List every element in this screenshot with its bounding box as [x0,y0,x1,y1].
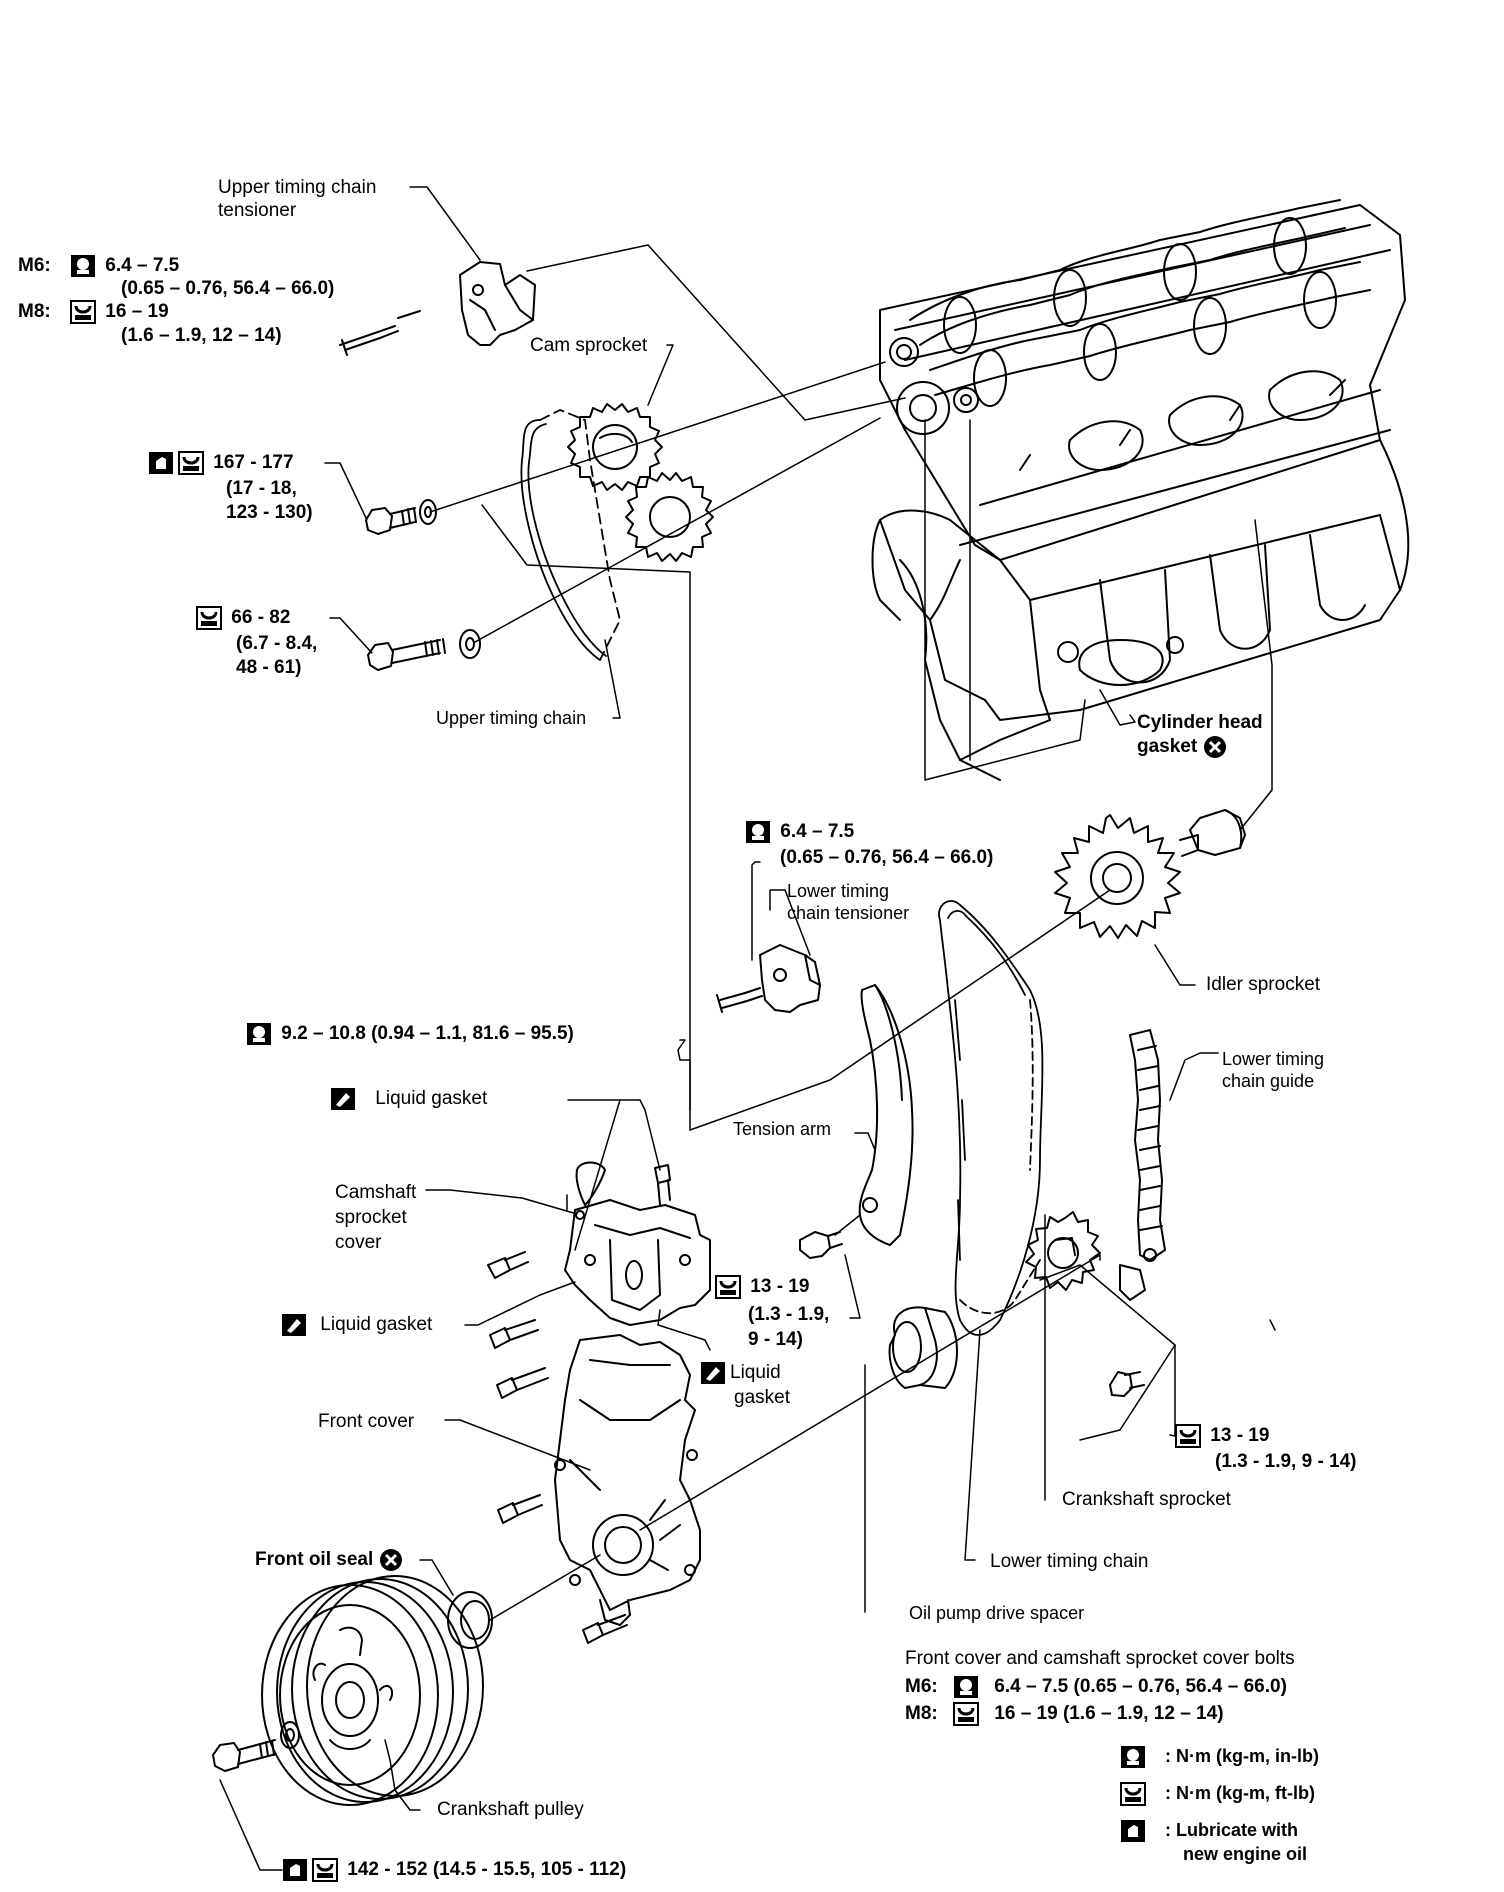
crankshaft-sprocket-drawing [1025,1211,1145,1397]
torque-ft-lb-icon [178,451,204,475]
oil-can-icon [1120,1819,1146,1843]
replace-part-icon [379,1548,403,1572]
lower-chain-guide-drawing [1119,1029,1166,1301]
cylinder-head [879,199,1406,561]
torque-in-lb-icon [745,820,771,844]
legend-ft-lb: : N·m (kg-m, ft-lb) [1120,1782,1315,1807]
front-oil-seal-label: Front oil seal [255,1548,403,1572]
torque-ft-lb-icon [196,606,222,630]
tension-arm-drawing [799,984,914,1259]
lower-timing-chain [938,900,1044,1336]
upper-timing-chain [520,409,621,661]
tension-arm-label: Tension arm [733,1119,832,1139]
upper-tensioner-m8-detail: (1.6 – 1.9, 12 – 14) [121,325,282,346]
idler-sprocket-label: Idler sprocket [1206,974,1321,995]
cam-bolt-torque: 167 - 177 [148,451,294,475]
cover-bolts-m8: M8: 16 – 19 (1.6 – 1.9, 12 – 14) [905,1702,1224,1726]
oil-can-icon [282,1858,308,1882]
cam-sprocket-label: Cam sprocket [530,335,648,356]
torque-ft-lb-icon [70,300,97,324]
lower-tensioner-torque-detail: (0.65 – 0.76, 56.4 – 66.0) [780,847,994,868]
oil-pump-spacer-drawing [888,1306,958,1389]
front-cover-label: Front cover [318,1411,415,1432]
lower-tensioner-drawing [716,944,821,1013]
crank-pulley-label: Crankshaft pulley [437,1799,584,1820]
cover-bolts-m6: M6: 6.4 – 7.5 (0.65 – 0.76, 56.4 – 66.0) [905,1675,1287,1699]
liquid-gasket-label-2: Liquid gasket [281,1313,432,1337]
leader-lines [219,186,1276,1871]
torque-in-lb-icon [70,254,96,278]
crank-sprocket-label: Crankshaft sprocket [1062,1489,1231,1510]
oil-can-icon [148,451,174,475]
guide-torque-detail: (1.3 - 1.9, 9 - 14) [1215,1451,1357,1472]
lower-cam-sprocket [625,472,714,562]
torque-ft-lb-icon [1175,1424,1201,1448]
upper-tensioner-m6-torque: M6: 6.4 – 7.5 [18,254,180,278]
cam-sprocket-bolt-upper [365,499,437,535]
lower-tensioner-torque: 6.4 – 7.5 [745,820,854,844]
torque-in-lb-icon [246,1022,272,1046]
torque-ft-lb-icon [953,1702,980,1726]
cover-torque: 9.2 – 10.8 (0.94 – 1.1, 81.6 – 95.5) [246,1022,574,1046]
arm-torque-detail: (1.3 - 1.9,9 - 14) [748,1304,830,1350]
cam-bolt-torque-detail: (17 - 18,123 - 130) [226,478,313,523]
upper-chain-label: Upper timing chain [436,708,587,728]
lower-chain-label: Lower timing chain [990,1551,1149,1572]
pulley-torque: 142 - 152 (14.5 - 15.5, 105 - 112) [282,1858,626,1882]
arm-torque: 13 - 19 [715,1275,809,1299]
replace-part-icon [1203,735,1227,759]
cover-bolts-title: Front cover and camshaft sprocket cover … [905,1648,1295,1669]
oil-pump-spacer-label: Oil pump drive spacer [909,1603,1085,1623]
liquid-gasket-label-3: Liquid gasket [700,1360,790,1410]
upper-cam-sprocket [567,403,663,491]
torque-in-lb-icon [1120,1745,1146,1769]
camshaft-sprocket-cover-drawing [487,1161,711,1326]
upper-tensioner-m6-detail: (0.65 – 0.76, 56.4 – 66.0) [121,278,335,299]
torque-ft-lb-icon [715,1275,741,1299]
liquid-gasket-icon [700,1361,726,1385]
upper-tensioner-drawing [339,261,536,356]
liquid-gasket-icon [330,1087,356,1111]
liquid-gasket-icon [281,1313,307,1337]
cam-sprocket-bolt-lower [367,629,481,671]
head-gasket-label: Cylinder head gasket [1137,712,1263,759]
legend-lubricate-2: new engine oil [1183,1844,1308,1864]
liquid-gasket-label-1: Liquid gasket [330,1087,487,1111]
front-oil-seal-drawing [447,1591,493,1649]
front-cover-drawing [489,1319,701,1644]
bolt-66-torque: 66 - 82 [196,606,290,630]
legend-in-lb: : N·m (kg-m, in-lb) [1120,1745,1319,1769]
torque-in-lb-icon [953,1675,979,1699]
idler-sprocket-drawing [1054,809,1246,939]
bolt-66-torque-detail: (6.7 - 8.4,48 - 61) [236,633,318,678]
upper-tensioner-m8-torque: M8: 16 – 19 [18,300,169,324]
crankshaft-pulley-drawing [212,1575,484,1806]
torque-ft-lb-icon [1120,1782,1146,1807]
guide-torque: 13 - 19 [1175,1424,1269,1448]
torque-ft-lb-icon [312,1858,338,1882]
legend-lubricate: : Lubricate with [1120,1819,1298,1843]
